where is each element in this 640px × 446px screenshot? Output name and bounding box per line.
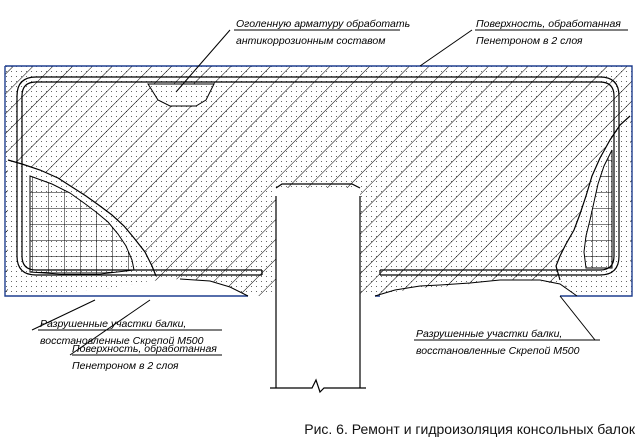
label-bottom-left-line2: Пенетроном в 2 слоя — [72, 360, 179, 372]
beam-bottom-right-outline — [374, 279, 578, 297]
label-top-left-line1: Оголенную арматуру обработать — [236, 18, 410, 30]
beam-bottom-left-outline — [179, 278, 249, 297]
leader-lines — [31, 29, 628, 356]
repair-zone-left — [7, 159, 157, 296]
annotation-top-right: Поверхность, обработанная Пенетроном в 2… — [476, 18, 621, 47]
label-top-right-line2: Пенетроном в 2 слоя — [476, 35, 583, 47]
beam-outline — [4, 65, 633, 297]
label-top-right-line1: Поверхность, обработанная — [476, 18, 621, 30]
annotation-bottom-left: Поверхность, обработанная Пенетроном в 2… — [72, 343, 217, 372]
label-mid-left-line2: восстановленные Скрепой М500 — [40, 335, 204, 347]
repair-zone-right — [555, 115, 631, 296]
exposed-rebar-pocket — [147, 83, 215, 107]
label-bottom-left-line1: Поверхность, обработанная — [72, 343, 217, 355]
column — [270, 183, 366, 394]
rebar-loop — [16, 76, 620, 276]
break-line — [270, 378, 366, 394]
annotation-mid-right: Разрушенные участки балки, восстановленн… — [416, 328, 580, 357]
annotation-top-left: Оголенную арматуру обработать антикорроз… — [236, 18, 410, 47]
annotation-mid-left: Разрушенные участки балки, восстановленн… — [40, 318, 204, 347]
label-top-left-line2: антикоррозионным составом — [236, 35, 385, 47]
figure-caption: Рис. 6. Ремонт и гидроизоляция консольны… — [304, 421, 636, 437]
label-mid-left-line1: Разрушенные участки балки, — [40, 318, 186, 330]
label-mid-right-line1: Разрушенные участки балки, — [416, 328, 562, 340]
label-mid-right-line2: восстановленные Скрепой М500 — [416, 345, 580, 357]
beam-section — [5, 66, 632, 296]
